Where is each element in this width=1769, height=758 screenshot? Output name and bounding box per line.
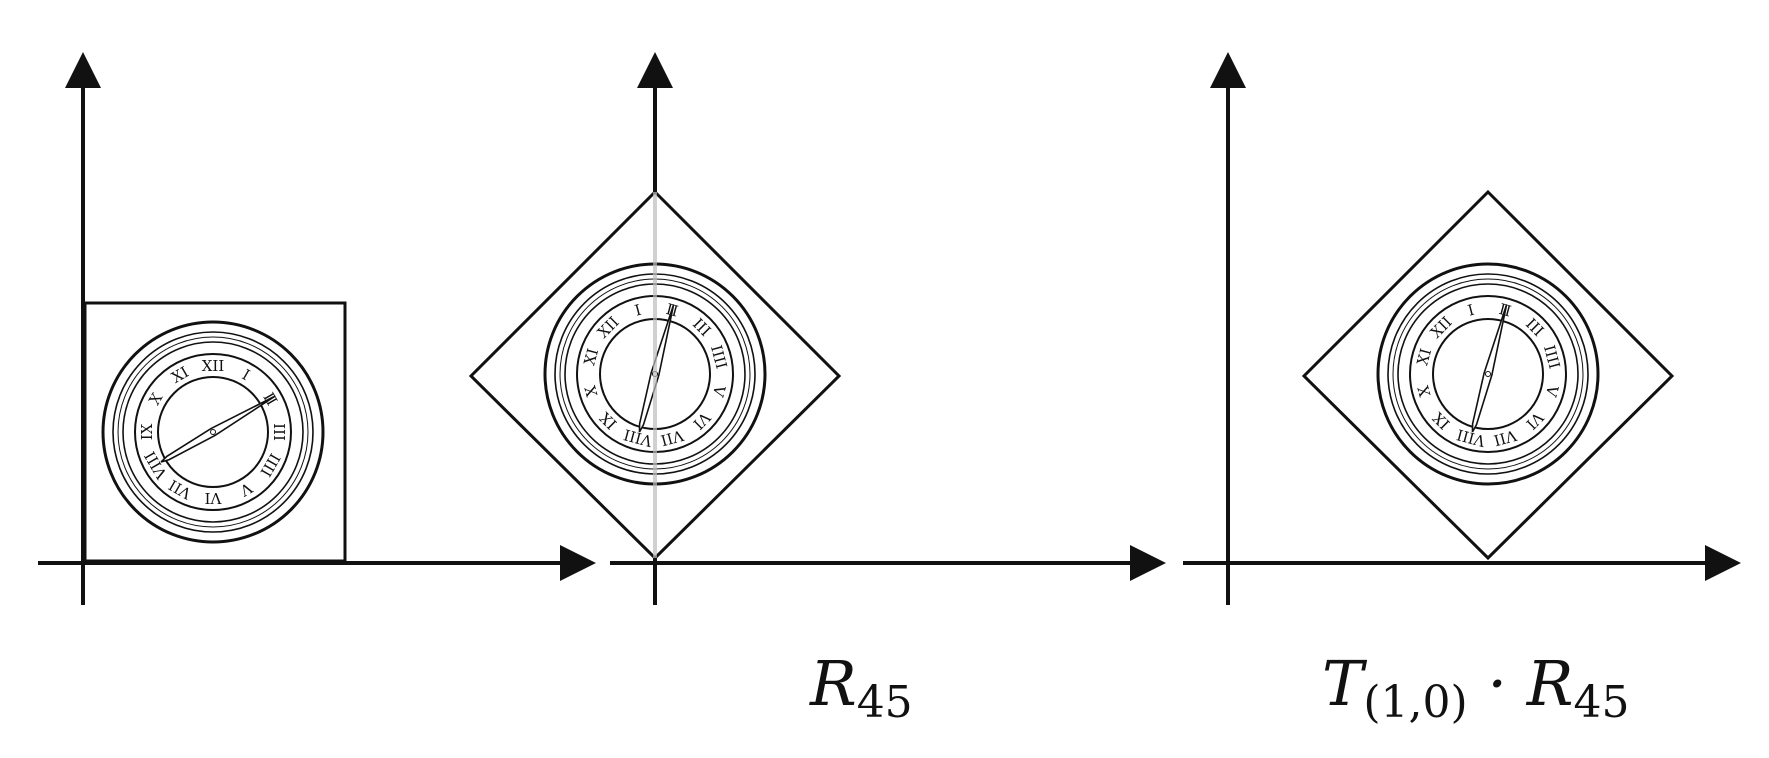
panel-original: XIIIIIIIIIIIIVVIVIIVIIIIXXXI [38,52,596,605]
clock-icon: XIIIIIIIIIIIIVVIVIIVIIIIXXXI [1376,262,1600,486]
panel-translated: XIIIIIIIIIIIIVVIVIIVIIIIXXXI T(1,0) · R4… [1183,52,1741,728]
clock-numeral: X [1414,383,1434,398]
clock-numeral: XI [580,346,602,367]
clock-numeral: X [581,383,601,398]
clock-numeral: IX [138,423,156,440]
clock-hand [1471,304,1508,433]
clock-numeral: IIII [1540,343,1564,371]
clock-numeral: VI [205,489,223,507]
clock-numeral: III [270,423,288,441]
clock-hand [160,395,276,463]
clock-numeral: VII [1492,426,1520,450]
image-frame [83,301,347,563]
caption-rotation: R45 [809,647,913,728]
clock-numeral: XI [1413,346,1435,367]
clock-numeral: I [1466,301,1476,320]
clock-numeral: XI [168,363,191,387]
clock-numeral: I [633,301,643,320]
clock-numeral: XII [202,357,225,375]
clock-numeral: VII [659,426,687,450]
clock-numeral: IIII [707,343,731,371]
clock-icon: XIIIIIIIIIIIIVVIVIIVIIIIXXXI [101,320,325,544]
panel-rotated: XIIIIIIIIIIIIVVIVIIVIIIIXXXI R45 [468,52,1166,728]
caption-translation: T(1,0) · R45 [1322,647,1629,728]
